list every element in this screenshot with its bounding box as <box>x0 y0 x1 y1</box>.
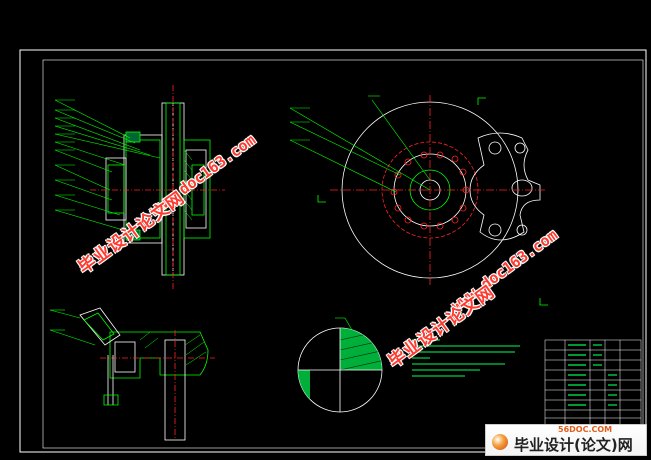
logo-site: 56DOC.COM <box>558 425 613 434</box>
drawing-inner-border <box>42 59 644 449</box>
detail-view-circle <box>297 317 383 413</box>
logo-ball-icon <box>492 434 508 450</box>
drawing-border <box>19 49 647 453</box>
detail-view-bleeder <box>49 307 215 441</box>
section-view-caliper <box>54 85 225 290</box>
technical-notes <box>412 339 520 377</box>
front-view-disc <box>289 95 548 306</box>
site-logo: 56DOC.COM 毕业设计(论文)网 <box>485 424 647 456</box>
title-block-table <box>544 339 642 427</box>
logo-brand: 毕业设计(论文)网 <box>514 436 633 454</box>
